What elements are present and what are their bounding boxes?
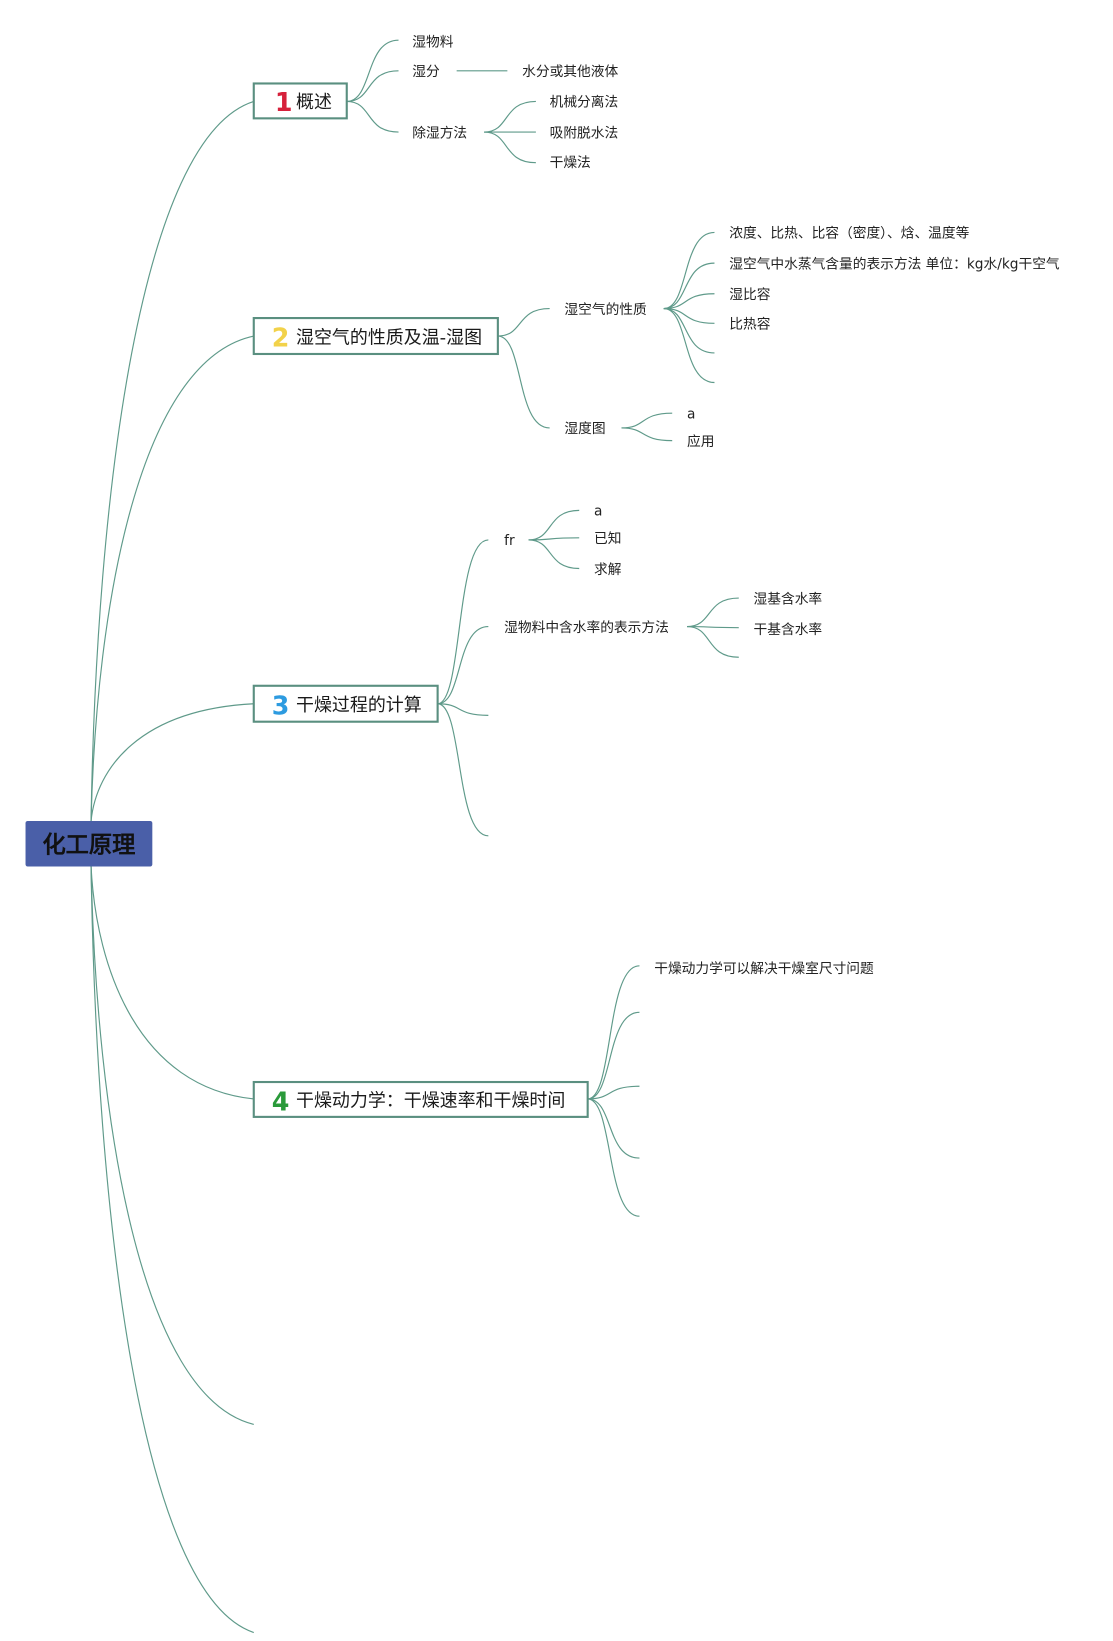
- connector: [686, 626, 739, 658]
- topic-1-node[interactable]: 1 概述: [252, 82, 348, 120]
- connector: [663, 307, 715, 354]
- connector: [686, 597, 739, 628]
- connector: [587, 1098, 640, 1217]
- connector: [484, 100, 536, 133]
- connector: [663, 231, 715, 310]
- edges: [90, 39, 739, 1634]
- connector: [663, 307, 715, 324]
- connector: [587, 1098, 640, 1159]
- number-2-icon: 2: [272, 323, 290, 353]
- node-干燥动力学可以解决[interactable]: 干燥动力学可以解决干燥室尺寸问题: [654, 960, 874, 977]
- connector: [587, 1011, 640, 1100]
- connector: [437, 703, 489, 716]
- node-湿空气的性质[interactable]: 湿空气的性质: [564, 302, 647, 318]
- connector: [528, 537, 580, 541]
- node-湿分[interactable]: 湿分: [412, 64, 440, 80]
- node-干燥法[interactable]: 干燥法: [550, 155, 591, 171]
- topic-3-node[interactable]: 3 干燥过程的计算: [252, 684, 439, 723]
- connector: [437, 539, 489, 705]
- connector: [346, 100, 399, 133]
- topic-2-label: 湿空气的性质及温-湿图: [296, 327, 482, 348]
- node-机械分离法[interactable]: 机械分离法: [550, 94, 619, 111]
- number-3-icon: 3: [272, 690, 290, 720]
- connector: [663, 262, 715, 310]
- topic-2-node[interactable]: 2 湿空气的性质及温-湿图: [252, 316, 499, 356]
- connector: [346, 70, 399, 103]
- topic-3-box: [252, 684, 439, 723]
- node-干基含水率[interactable]: 干基含水率: [754, 621, 823, 638]
- node-比热容[interactable]: 比热容: [729, 316, 770, 333]
- node-湿度图[interactable]: 湿度图: [564, 421, 605, 437]
- topic-2-box: [252, 316, 499, 356]
- connector: [587, 965, 640, 1100]
- node-应用[interactable]: 应用: [687, 433, 714, 450]
- connector: [437, 703, 489, 837]
- number-1-icon: 1: [275, 87, 293, 117]
- topic-1-label: 概述: [296, 92, 332, 113]
- node-水分或其他液体[interactable]: 水分或其他液体: [522, 64, 618, 80]
- connector: [497, 307, 550, 337]
- root-connector-2: [90, 335, 254, 822]
- node-除湿方法[interactable]: 除湿方法: [412, 125, 467, 141]
- connector: [621, 427, 673, 442]
- node-湿比容[interactable]: 湿比容: [729, 286, 770, 303]
- node-已知[interactable]: 已知: [594, 530, 621, 547]
- node-湿物料[interactable]: 湿物料: [412, 34, 453, 50]
- root-connector-6: [90, 866, 254, 1634]
- node-a[interactable]: a: [687, 406, 695, 422]
- node-求解[interactable]: 求解: [594, 562, 622, 578]
- topic-4-label: 干燥动力学：干燥速率和干燥时间: [296, 1090, 565, 1111]
- node-含水率表示方法[interactable]: 湿物料中含水率的表示方法: [504, 619, 669, 636]
- node-水蒸气含量表示方法[interactable]: 湿空气中水蒸气含量的表示方法 单位：kg水/kg干空气: [729, 256, 1060, 272]
- root-box: [25, 821, 153, 867]
- node-fr[interactable]: fr: [504, 533, 515, 549]
- connector: [484, 131, 536, 164]
- topic-4-box: [252, 1080, 589, 1118]
- root-connector-4: [90, 866, 254, 1100]
- connector: [437, 626, 489, 705]
- node-a-2[interactable]: a: [594, 504, 602, 520]
- root-connector-3: [90, 703, 254, 822]
- connector: [346, 39, 399, 103]
- topic-1-box: [252, 82, 348, 120]
- topic-4-node[interactable]: 4 干燥动力学：干燥速率和干燥时间: [252, 1080, 589, 1118]
- connector: [528, 509, 580, 541]
- root-connector-1: [90, 100, 254, 822]
- root-node[interactable]: 化工原理: [25, 821, 153, 867]
- connector: [663, 293, 715, 310]
- number-4-icon: 4: [272, 1087, 290, 1117]
- node-浓度比热比容[interactable]: 浓度、比热、比容（密度）、焓、温度等: [729, 225, 969, 242]
- connector: [663, 307, 715, 384]
- node-湿基含水率[interactable]: 湿基含水率: [754, 590, 823, 607]
- node-吸附脱水法[interactable]: 吸附脱水法: [550, 125, 619, 141]
- connector: [686, 626, 739, 629]
- connector: [587, 1085, 640, 1100]
- root-connector-5: [90, 866, 254, 1425]
- root-label: 化工原理: [42, 832, 135, 859]
- connector: [621, 412, 673, 429]
- topic-3-label: 干燥过程的计算: [296, 695, 422, 716]
- connector: [497, 335, 550, 429]
- connector: [528, 539, 580, 570]
